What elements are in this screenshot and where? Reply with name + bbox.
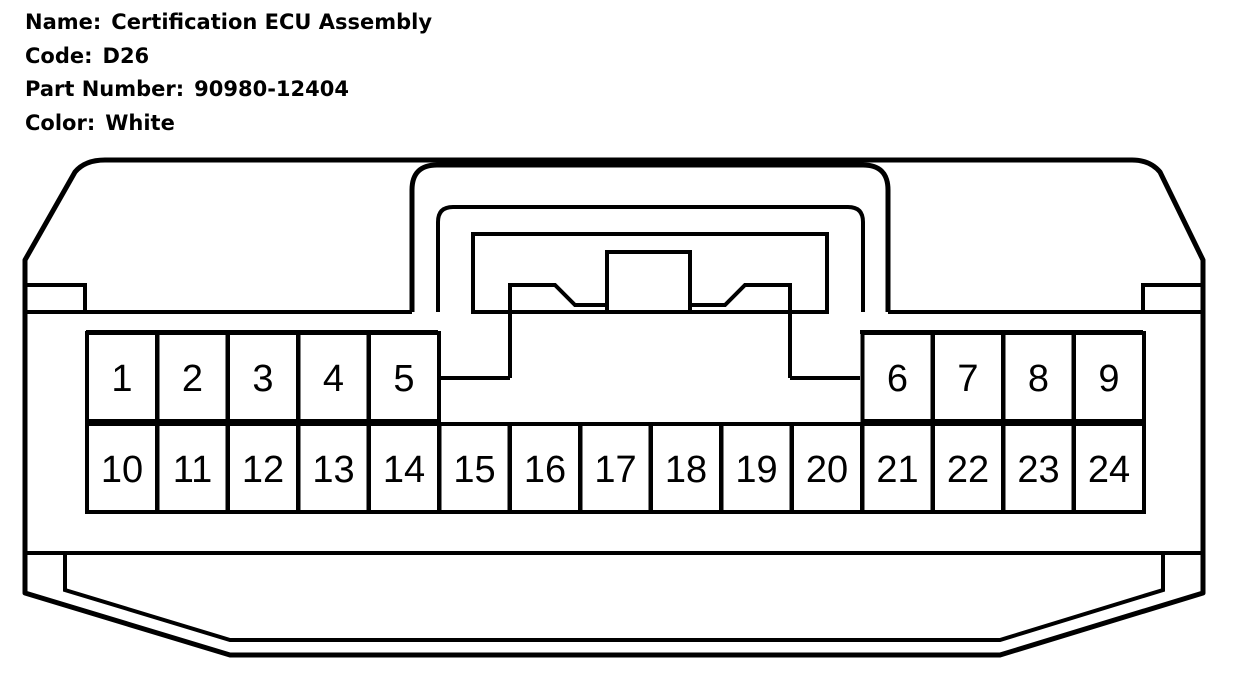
color-row: Color: White	[25, 107, 432, 141]
name-label: Name:	[25, 10, 102, 34]
right-shoulder	[1141, 283, 1203, 310]
pin-label-7: 7	[957, 358, 978, 400]
pin-cell-3	[226, 331, 300, 423]
pin-cell-15	[437, 422, 512, 514]
bottom-lip	[25, 551, 1203, 642]
pin-cell-17	[578, 422, 653, 514]
pin-label-16: 16	[524, 449, 566, 491]
pin-label-19: 19	[735, 449, 777, 491]
latch-hood-outer	[409, 162, 891, 312]
latch-ramp-left	[508, 283, 607, 378]
part-number-label: Part Number:	[25, 77, 185, 101]
latch-tab	[605, 250, 692, 314]
pin-cell-23	[1001, 422, 1076, 514]
pin-label-5: 5	[393, 358, 414, 400]
pin-cell-22	[931, 422, 1005, 514]
pin-label-17: 17	[594, 449, 636, 491]
pin-label-20: 20	[806, 449, 848, 491]
pin-cell-9	[1072, 331, 1146, 423]
pin-label-4: 4	[323, 358, 344, 400]
pin-label-2: 2	[182, 358, 203, 400]
pin-cell-6	[860, 331, 935, 423]
part-number-value: 90980-12404	[194, 77, 349, 101]
pin-label-6: 6	[887, 358, 908, 400]
part-number-row: Part Number: 90980-12404	[25, 73, 432, 107]
pin-label-21: 21	[876, 449, 918, 491]
pin-label-10: 10	[101, 449, 143, 491]
color-value: White	[105, 110, 175, 135]
pin-label-1: 1	[111, 358, 132, 400]
pin-cell-5	[367, 331, 441, 423]
pin-label-11: 11	[173, 449, 212, 491]
code-row: Code: D26	[25, 40, 432, 74]
latch-ramp-right	[690, 283, 792, 378]
pin-label-24: 24	[1088, 449, 1130, 491]
pin-label-12: 12	[242, 449, 284, 491]
connector-info: Name: Certification ECU Assembly Code: D26…	[25, 6, 432, 140]
pin-label-9: 9	[1098, 358, 1119, 400]
color-label: Color:	[25, 110, 96, 135]
pin-label-14: 14	[383, 449, 425, 491]
pin-cell-4	[296, 331, 371, 423]
connector-housing	[22, 157, 1206, 658]
pin-label-18: 18	[665, 449, 707, 491]
pin-label-22: 22	[947, 449, 989, 491]
pin-label-13: 13	[312, 449, 354, 491]
pin-cell-20	[790, 422, 864, 514]
code-value: D26	[102, 43, 150, 68]
pin-label-3: 3	[252, 358, 273, 400]
pin-cell-24	[1072, 422, 1146, 514]
pin-label-8: 8	[1028, 358, 1049, 400]
pin-label-15: 15	[453, 449, 495, 491]
pin-cell-12	[226, 422, 300, 514]
latch-hood-inner	[436, 205, 865, 312]
pin-cell-14	[367, 422, 441, 514]
name-value: Certification ECU Assembly	[111, 10, 433, 34]
left-shoulder	[25, 283, 87, 310]
pin-cell-18	[649, 422, 723, 514]
code-label: Code:	[25, 43, 93, 68]
pin-cell-11	[155, 422, 230, 514]
pin-cell-21	[860, 422, 935, 514]
name-row: Name: Certification ECU Assembly	[25, 6, 432, 40]
pin-label-23: 23	[1017, 449, 1059, 491]
